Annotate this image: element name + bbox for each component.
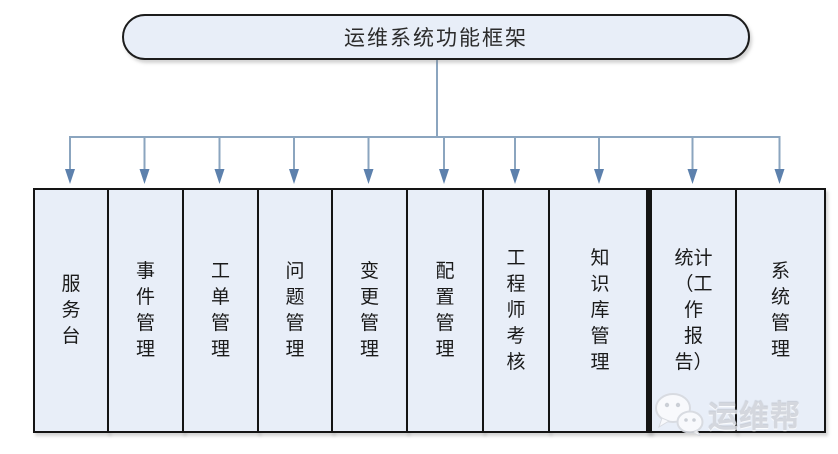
function-box-problem-mgmt: 问题管理: [257, 188, 333, 433]
function-box-label: 工单管理: [210, 260, 230, 360]
function-box-label: 事件管理: [135, 260, 155, 360]
function-box-label: 配置管理: [435, 260, 455, 360]
function-box-incident-mgmt: 事件管理: [107, 188, 184, 433]
function-box-knowledge-base-mgmt: 知识库管理: [548, 188, 652, 433]
function-box-config-mgmt: 配置管理: [406, 188, 484, 433]
diagram-title: 运维系统功能框架: [344, 26, 528, 50]
function-box-label: 统计（工作报告）: [674, 247, 713, 373]
function-box-system-mgmt: 系统管理: [735, 188, 826, 433]
function-box-ticket-mgmt: 工单管理: [182, 188, 259, 433]
root-node-framework: 运维系统功能框架: [122, 14, 750, 60]
function-box-label: 工程师考核: [506, 247, 526, 373]
function-box-label: 系统管理: [770, 260, 790, 360]
function-box-label: 知识库管理: [590, 247, 610, 373]
function-box-stats-work-report: 统计（工作报告）: [646, 188, 737, 433]
function-box-change-mgmt: 变更管理: [331, 188, 408, 433]
function-box-label: 服务台: [61, 273, 81, 347]
function-box-engineer-assessment: 工程师考核: [482, 188, 550, 433]
function-box-label: 变更管理: [359, 260, 379, 360]
function-box-service-desk: 服务台: [33, 188, 109, 433]
function-box-label: 问题管理: [285, 260, 305, 360]
